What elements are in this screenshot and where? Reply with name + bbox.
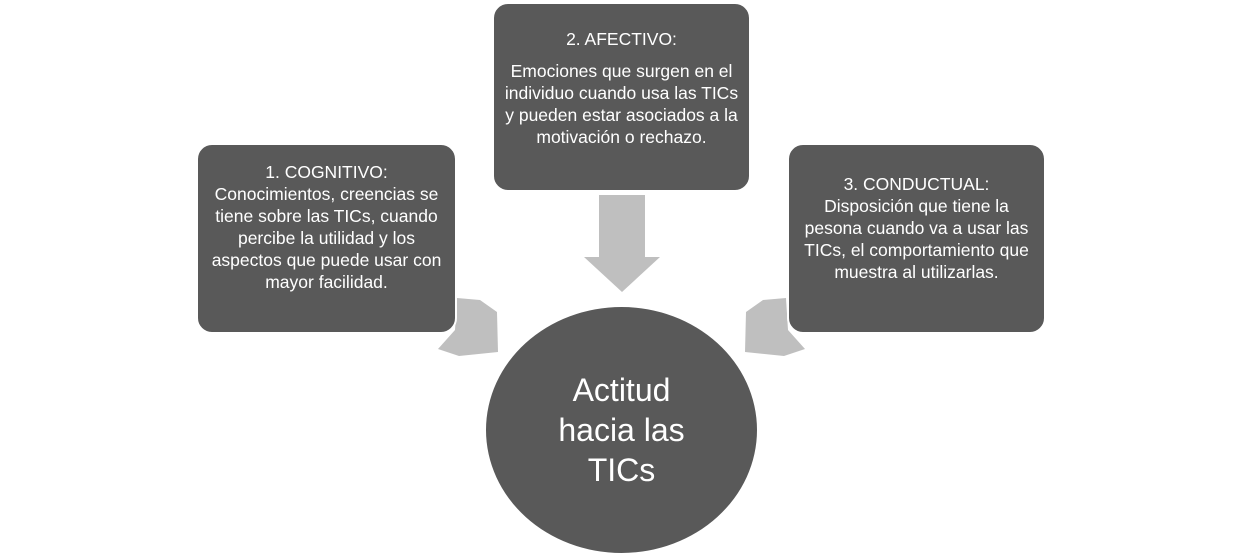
box-cognitivo: 1. COGNITIVO: Conocimientos, creencias s…: [196, 143, 457, 334]
box-conductual: 3. CONDUCTUAL: Disposición que tiene la …: [787, 143, 1046, 334]
box-conductual-body: Disposición que tiene la pesona cuando v…: [804, 196, 1029, 282]
box-cognitivo-title: 1. COGNITIVO:: [265, 162, 388, 182]
center-circle: Actitud hacia las TICs: [484, 305, 759, 555]
center-label: Actitud hacia las TICs: [558, 372, 685, 488]
arrow-afectivo-to-center: [584, 195, 660, 292]
arrow-cognitivo-to-center: [438, 298, 498, 356]
box-afectivo-body: Emociones que surgen en el individuo cua…: [504, 61, 739, 147]
arrow-conductual-to-center: [745, 298, 805, 356]
box-afectivo: 2. AFECTIVO: Emociones que surgen en el …: [492, 2, 751, 192]
box-conductual-title: 3. CONDUCTUAL:: [843, 174, 990, 194]
box-afectivo-title: 2. AFECTIVO:: [566, 29, 677, 49]
box-cognitivo-body: Conocimientos, creencias se tiene sobre …: [211, 184, 442, 292]
